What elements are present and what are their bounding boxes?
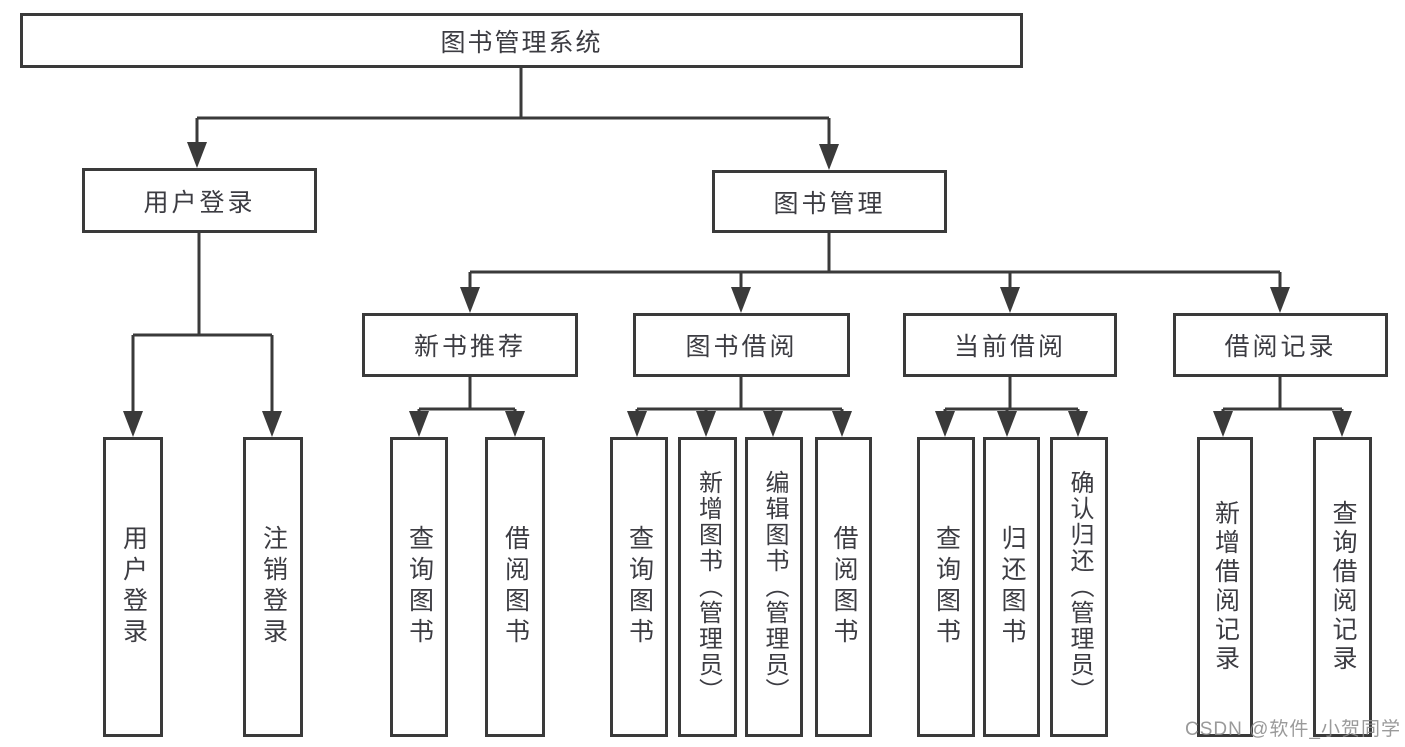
leaf-label: 归还图书 xyxy=(998,525,1026,649)
leaf-edit-books-admin: 编辑图书（管理员） xyxy=(745,437,803,737)
csdn-watermark: CSDN @软件_小贺同学 xyxy=(1185,719,1401,740)
leaf-label: 查询借阅记录 xyxy=(1329,500,1357,674)
leaf-add-books-admin: 新增图书（管理员） xyxy=(678,437,737,737)
arrowhead xyxy=(187,142,207,168)
node-user-login: 用户登录 xyxy=(82,168,317,233)
arrowhead xyxy=(505,411,525,437)
leaf-user-login: 用户登录 xyxy=(103,437,163,737)
arrowhead xyxy=(1332,411,1352,437)
node-book-management: 图书管理 xyxy=(712,170,947,233)
arrowhead xyxy=(1068,411,1088,437)
connector-borrow-leaves xyxy=(635,377,844,412)
leaf-borrow-books: 借阅图书 xyxy=(815,437,872,737)
arrowhead xyxy=(123,411,143,437)
leaf-query-books-current: 查询图书 xyxy=(917,437,975,737)
leaf-add-borrow-record: 新增借阅记录 xyxy=(1197,437,1253,737)
node-book-borrow: 图书借阅 xyxy=(633,313,850,377)
connector-login-leaves xyxy=(131,233,274,413)
leaf-label: 借阅图书 xyxy=(501,525,530,649)
leaf-label: 新增借阅记录 xyxy=(1211,500,1240,674)
connector-recommend-leaves xyxy=(417,377,517,412)
leaf-query-books-borrow: 查询图书 xyxy=(610,437,668,737)
arrowhead xyxy=(763,411,783,437)
leaf-label: 新增图书（管理员） xyxy=(694,470,722,704)
node-borrow-records: 借阅记录 xyxy=(1173,313,1388,377)
connector-mgmt-level3 xyxy=(468,233,1282,289)
leaf-label: 编辑图书（管理员） xyxy=(761,470,788,704)
leaf-label: 确认归还（管理员） xyxy=(1066,470,1093,704)
leaf-borrow-books-recommend: 借阅图书 xyxy=(485,437,545,737)
leaf-label: 注销登录 xyxy=(259,525,288,649)
leaf-label: 借阅图书 xyxy=(830,525,858,649)
arrowhead xyxy=(460,287,480,313)
leaf-return-books: 归还图书 xyxy=(983,437,1040,737)
arrowhead xyxy=(1270,287,1290,313)
connector-root-level2 xyxy=(195,68,831,146)
leaf-query-books-recommend: 查询图书 xyxy=(390,437,448,737)
leaf-label: 查询图书 xyxy=(405,525,434,649)
arrowhead xyxy=(1213,411,1233,437)
leaf-label: 查询图书 xyxy=(932,525,961,649)
arrowhead xyxy=(935,411,955,437)
arrowhead xyxy=(627,411,647,437)
node-new-book-recommend: 新书推荐 xyxy=(362,313,578,377)
arrowhead xyxy=(819,144,839,170)
arrowhead xyxy=(731,287,751,313)
node-current-borrow: 当前借阅 xyxy=(903,313,1117,377)
arrowhead xyxy=(696,411,716,437)
leaf-label: 查询图书 xyxy=(625,525,654,649)
arrowhead xyxy=(997,411,1017,437)
arrowhead xyxy=(409,411,429,437)
leaf-query-borrow-record: 查询借阅记录 xyxy=(1313,437,1372,737)
node-root-system: 图书管理系统 xyxy=(20,13,1023,68)
connector-records-leaves xyxy=(1221,377,1344,412)
leaf-label: 用户登录 xyxy=(119,525,148,649)
arrowhead xyxy=(1000,287,1020,313)
arrowhead xyxy=(832,411,852,437)
leaf-logout: 注销登录 xyxy=(243,437,303,737)
connector-current-leaves xyxy=(943,377,1080,412)
leaf-confirm-return-admin: 确认归还（管理员） xyxy=(1050,437,1108,737)
arrowhead xyxy=(262,411,282,437)
